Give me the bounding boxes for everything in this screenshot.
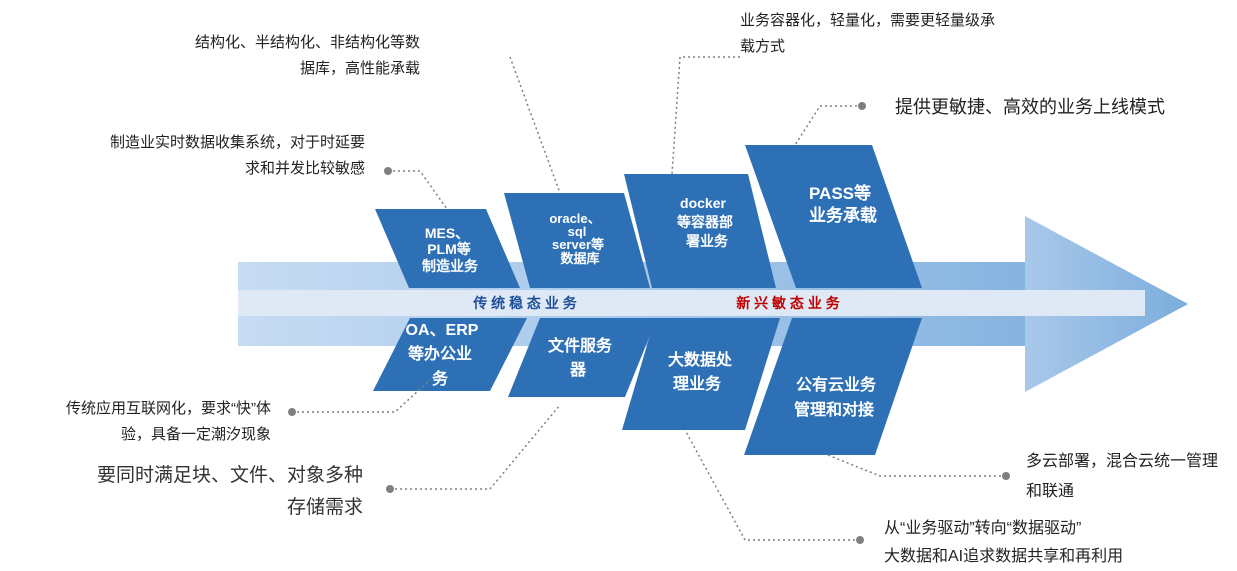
- block-text: OA、ERP: [406, 322, 479, 339]
- note-datadriven: 从“业务驱动”转向“数据驱动” 大数据和AI追求数据共享和再利用: [884, 515, 1184, 571]
- note-storage: 要同时满足块、文件、对象多种 存储需求: [30, 460, 363, 524]
- note-line: 从“业务驱动”转向“数据驱动”: [884, 520, 1082, 537]
- block-text: sql: [568, 224, 587, 239]
- connector-lines: [292, 56, 1006, 541]
- block-file-server: [508, 318, 657, 397]
- block-text: 器: [569, 361, 587, 379]
- connector-container: [671, 56, 740, 175]
- note-line: 大数据和AI追求数据共享和再利用: [884, 548, 1124, 565]
- block-oa-erp: [373, 318, 527, 391]
- block-text: 公有云业务: [796, 375, 877, 394]
- block-text: 数据库: [560, 251, 599, 266]
- block-text: PASS等: [809, 183, 871, 203]
- block-text: server等: [552, 237, 604, 252]
- note-structured: 结构化、半结构化、非结构化等数 据库，高性能承载: [120, 30, 420, 82]
- note-line: 存储需求: [286, 497, 363, 518]
- block-text: 大数据处: [668, 350, 733, 369]
- block-big-data: [622, 318, 780, 430]
- connector-dot: [856, 536, 864, 544]
- note-line: 传统应用互联网化，要求“快”体: [66, 400, 271, 417]
- block-text: PLM等: [427, 241, 471, 257]
- block-text: 文件服务: [548, 336, 613, 355]
- block-text: 制造业务: [422, 258, 479, 274]
- center-band: [238, 290, 1145, 316]
- note-line: 要同时满足块、文件、对象多种: [96, 465, 363, 486]
- band-label-emerging: 新 兴 敏 态 业 务: [736, 295, 840, 311]
- connector-dot: [1002, 472, 1010, 480]
- note-line: 验，具备一定潮汐现象: [120, 426, 271, 443]
- connector-dot: [858, 102, 866, 110]
- block-public-cloud: [744, 318, 922, 455]
- connector-dot: [386, 485, 394, 493]
- note-agile: 提供更敏捷、高效的业务上线模式: [895, 94, 1215, 120]
- connector-agile: [794, 105, 862, 146]
- block-oracle-sql: [504, 193, 650, 288]
- block-text: oracle、: [549, 211, 600, 226]
- block-pass: [745, 145, 922, 288]
- note-line: 制造业实时数据收集系统，对于时延要: [109, 134, 365, 151]
- note-multicloud: 多云部署，混合云统一管理 和联通: [1026, 447, 1236, 507]
- band-label-traditional: 传 统 稳 态 业 务: [472, 295, 577, 311]
- block-text: 等容器部: [677, 214, 733, 230]
- block-text: 署业务: [685, 233, 729, 249]
- note-internet: 传统应用互联网化，要求“快”体 验，具备一定潮汐现象: [8, 396, 271, 448]
- note-container: 业务容器化，轻量化，需要更轻量级承 载方式: [740, 8, 1070, 60]
- block-text: 等办公业: [407, 344, 472, 363]
- connector-dots: [288, 102, 1010, 544]
- note-line: 载方式: [740, 38, 786, 55]
- block-text: 务: [432, 369, 449, 388]
- block-mes-plm: [375, 209, 520, 288]
- block-text: MES、: [425, 225, 469, 241]
- lower-blocks: [373, 318, 922, 455]
- connector-datadriven: [684, 429, 860, 541]
- note-line: 求和并发比较敏感: [244, 160, 365, 177]
- note-manufacturing: 制造业实时数据收集系统，对于时延要 求和并发比较敏感: [40, 130, 365, 182]
- connector-dot: [384, 167, 392, 175]
- block-text: 理业务: [673, 374, 722, 393]
- block-text: 管理和对接: [794, 400, 874, 419]
- note-line: 据库，高性能承载: [299, 60, 420, 77]
- note-line: 业务容器化，轻量化，需要更轻量级承: [740, 12, 996, 29]
- block-text: docker: [680, 195, 726, 211]
- note-line: 提供更敏捷、高效的业务上线模式: [895, 97, 1165, 117]
- connector-multicloud: [827, 454, 1006, 477]
- upper-block-labels: MES、 PLM等 制造业务 oracle、 sql server等 数据库 d…: [422, 183, 877, 274]
- block-docker: [624, 174, 776, 288]
- note-line: 和联通: [1026, 483, 1075, 500]
- block-text: 业务承载: [809, 205, 877, 225]
- lower-block-labels: OA、ERP 等办公业 务 文件服务 器 大数据处 理业务 公有云业务 管理和对…: [406, 322, 877, 419]
- connector-structured: [509, 56, 561, 194]
- note-line: 多云部署，混合云统一管理: [1026, 453, 1219, 470]
- connector-dot: [288, 408, 296, 416]
- connector-manufacturing: [388, 170, 448, 210]
- connector-storage: [390, 404, 561, 490]
- upper-blocks: [375, 145, 922, 288]
- note-line: 结构化、半结构化、非结构化等数: [194, 34, 420, 51]
